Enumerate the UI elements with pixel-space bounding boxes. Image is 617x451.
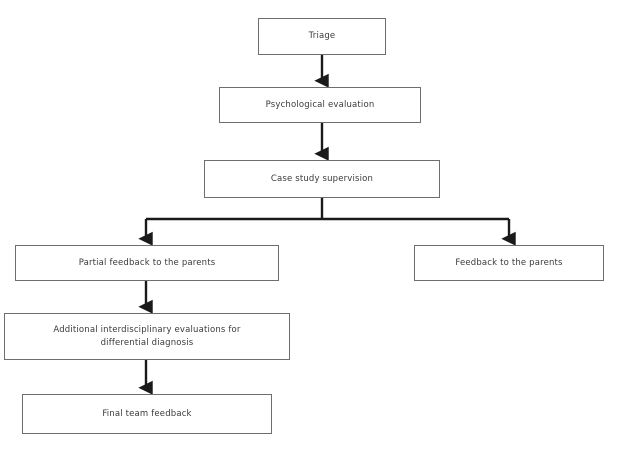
- node-feedback-to-the-parents-label: Feedback to the parents: [455, 257, 563, 268]
- node-case-study-supervision-label: Case study supervision: [270, 173, 374, 184]
- node-feedback-to-the-parents[interactable]: Feedback to the parents: [414, 245, 604, 281]
- node-partial-feedback-to-the-parents-label: Partial feedback to the parents: [78, 257, 216, 268]
- node-additional-interdisciplinary-evaluations[interactable]: Additional interdisciplinary evaluations…: [4, 313, 290, 360]
- node-case-study-supervision[interactable]: Case study supervision: [204, 160, 440, 198]
- node-triage[interactable]: Triage: [258, 18, 386, 55]
- node-final-team-feedback[interactable]: Final team feedback: [22, 394, 272, 434]
- node-partial-feedback-to-the-parents[interactable]: Partial feedback to the parents: [15, 245, 279, 281]
- node-final-team-feedback-label: Final team feedback: [102, 408, 192, 419]
- node-additional-interdisciplinary-evaluations-label: Additional interdisciplinary evaluations…: [53, 325, 241, 348]
- node-psychological-evaluation-label: Psychological evaluation: [265, 99, 375, 110]
- node-triage-label: Triage: [308, 31, 336, 42]
- node-psychological-evaluation[interactable]: Psychological evaluation: [219, 87, 421, 123]
